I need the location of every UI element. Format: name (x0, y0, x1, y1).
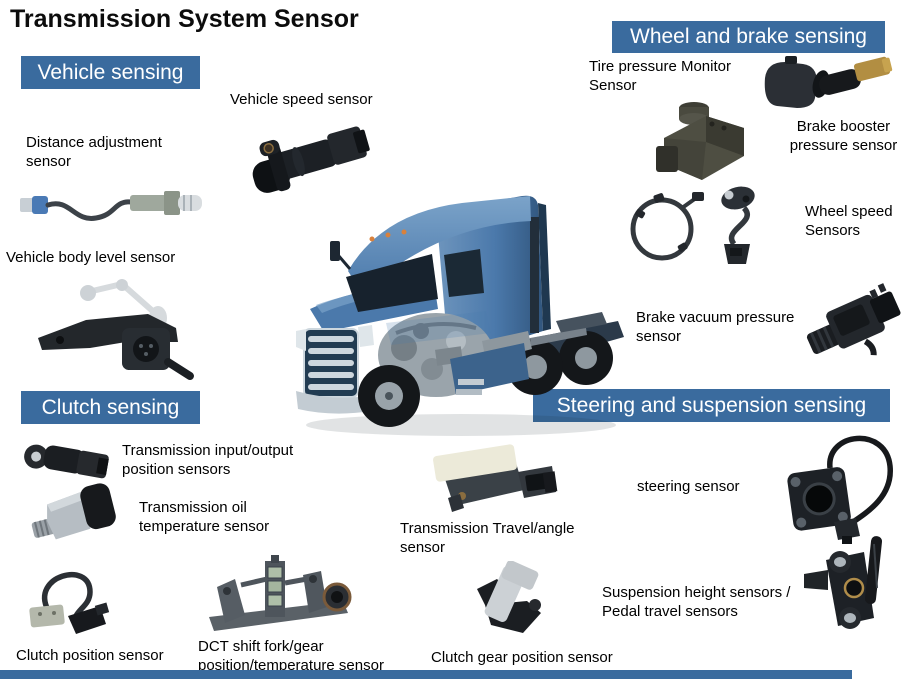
label-steering-sensor: steering sensor (637, 478, 740, 495)
label-clutch-gear-position-sensor: Clutch gear position sensor (431, 649, 613, 666)
bottom-accent-bar (0, 670, 852, 679)
wheel-speed-sensors-image (618, 182, 788, 267)
section-header-steering-and-suspension-sensing: Steering and suspension sensing (533, 389, 890, 422)
label-tire-pressure-monitor-sensor: Tire pressure Monitor Sensor (589, 58, 731, 94)
label-transmission-input-output-position-sensors: Transmission input/output position senso… (122, 442, 294, 478)
label-vehicle-body-level-sensor: Vehicle body level sensor (6, 249, 176, 266)
transmission-input-output-position-sensor-image (20, 436, 115, 484)
section-header-clutch-sensing: Clutch sensing (21, 391, 200, 424)
label-brake-booster-pressure-sensor: Brake booster pressure sensor (789, 118, 898, 154)
brake-vacuum-pressure-sensor-image (803, 280, 908, 366)
transmission-oil-temperature-sensor-image (28, 482, 123, 544)
steering-sensor-image (768, 424, 908, 546)
clutch-position-sensor-image (26, 560, 114, 640)
label-transmission-travel-angle-sensor: Transmission Travel/angle sensor (400, 520, 575, 556)
truck-cutaway-image (286, 183, 636, 441)
page-title: Transmission System Sensor (10, 5, 359, 33)
suspension-height-sensor-image (798, 530, 893, 640)
brake-booster-pressure-sensor-image (650, 94, 755, 186)
label-vehicle-speed-sensor: Vehicle speed sensor (230, 91, 373, 108)
vehicle-body-level-sensor-image (30, 276, 200, 386)
distance-adjustment-sensor-image (18, 178, 213, 236)
dct-shift-fork-sensor-image (205, 555, 355, 643)
label-distance-adjustment-sensor: Distance adjustment sensor (26, 134, 162, 170)
tire-pressure-monitor-sensor-image (755, 50, 905, 116)
label-clutch-position-sensor: Clutch position sensor (16, 647, 164, 664)
label-brake-vacuum-pressure-sensor: Brake vacuum pressure sensor (636, 309, 795, 345)
label-wheel-speed-sensors: Wheel speed Sensors (805, 203, 893, 239)
clutch-gear-position-sensor-image (463, 561, 561, 645)
transmission-travel-angle-sensor-image (426, 442, 566, 520)
label-suspension-height-sensors: Suspension height sensors / Pedal travel… (602, 584, 791, 620)
label-dct-shift-fork-sensor: DCT shift fork/gear position/temperature… (198, 638, 384, 674)
section-header-vehicle-sensing: Vehicle sensing (21, 56, 200, 89)
section-header-wheel-and-brake-sensing: Wheel and brake sensing (612, 21, 885, 53)
vehicle-speed-sensor-image (246, 112, 376, 204)
label-transmission-oil-temperature-sensor: Transmission oil temperature sensor (139, 499, 270, 535)
